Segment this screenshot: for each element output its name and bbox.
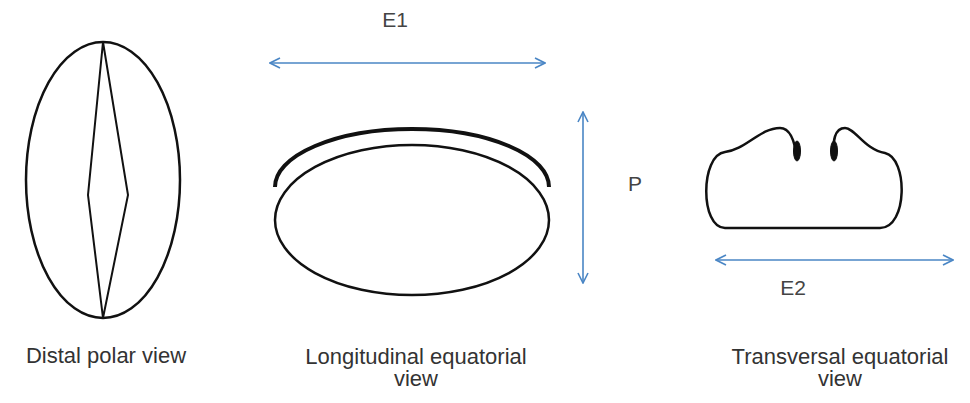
dimension-label: P [628, 172, 642, 196]
polar-view-outline [26, 42, 180, 318]
dimension-label: E1 [382, 8, 408, 32]
dimension-arrows [270, 63, 953, 283]
longitudinal-view-outline [275, 129, 549, 295]
view-caption: Distal polar view [26, 345, 186, 367]
transversal-view-outline [706, 128, 901, 228]
view-caption: Transversal equatorial view [720, 346, 960, 390]
view-caption: Longitudinal equatorial view [291, 346, 541, 390]
dimension-label: E2 [780, 276, 806, 300]
